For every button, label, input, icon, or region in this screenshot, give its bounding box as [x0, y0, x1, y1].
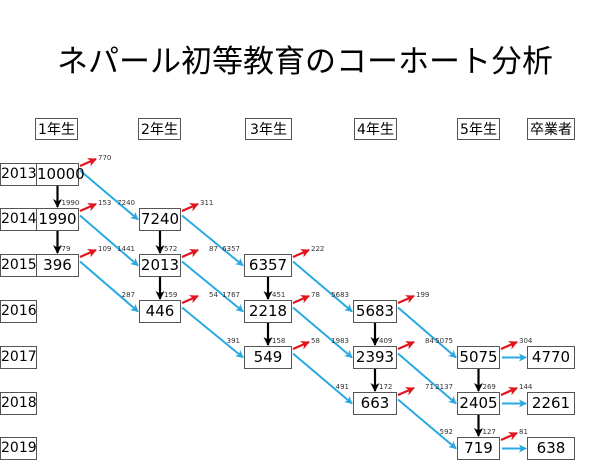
repetition-label: 572	[164, 245, 177, 253]
promotion-label: 1767	[222, 291, 240, 299]
dropout-label: 144	[519, 383, 533, 391]
year-label-2017: 2017	[0, 346, 37, 369]
year-label-2019: 2019	[0, 437, 37, 460]
repetition-label: 269	[483, 383, 496, 391]
promotion-arrow	[181, 260, 244, 313]
promotion-label: 5075	[435, 337, 453, 345]
promotion-arrow	[292, 306, 353, 359]
cohort-cell-grad-2017: 4770	[527, 346, 575, 369]
dropout-arrow	[397, 386, 415, 397]
dropout-arrow	[181, 294, 199, 305]
promotion-label: 491	[336, 383, 349, 391]
promotion-arrow	[397, 306, 457, 359]
header-grade-5: 5年生	[457, 118, 500, 140]
cohort-cell-g1-2015: 396	[36, 254, 79, 277]
dropout-label: 81	[519, 428, 528, 436]
dropout-label: 304	[519, 337, 533, 345]
cohort-cell-g2-2014: 7240	[139, 208, 181, 231]
promotion-label: 592	[440, 428, 453, 436]
dropout-arrow	[79, 202, 97, 213]
promotion-label: 1983	[331, 337, 349, 345]
header-grade-2: 2年生	[138, 118, 181, 140]
cohort-cell-grad-2019: 638	[527, 437, 575, 460]
dropout-label: 58	[311, 337, 320, 345]
promotion-arrow	[181, 214, 244, 267]
repetition-label: 127	[483, 428, 496, 436]
promotion-arrow	[79, 260, 139, 313]
dropout-label: 222	[311, 245, 324, 253]
promotion-arrow	[292, 352, 353, 405]
cohort-cell-g2-2016: 446	[139, 300, 181, 323]
cohort-cell-g3-2017: 549	[244, 346, 292, 369]
dropout-arrow	[79, 248, 97, 259]
dropout-label: 109	[98, 245, 111, 253]
repetition-label: 451	[272, 291, 285, 299]
cohort-cell-g5-2018: 2405	[457, 392, 500, 415]
promotion-arrow	[181, 306, 244, 359]
header-grade-1: 1年生	[35, 118, 78, 140]
repetition-label: 1990	[62, 199, 80, 207]
dropout-label: 311	[200, 199, 213, 207]
year-label-2015: 2015	[0, 254, 37, 277]
header-graduates: 卒業者	[527, 118, 575, 140]
cohort-cell-g5-2019: 719	[457, 437, 500, 460]
year-label-2016: 2016	[0, 300, 37, 323]
page-title: ネパール初等教育のコーホート分析	[57, 44, 553, 80]
promotion-label: 6357	[222, 245, 240, 253]
promotion-label: 287	[122, 291, 135, 299]
repetition-label: 172	[379, 383, 392, 391]
promotion-label: 7240	[117, 199, 135, 207]
header-grade-3: 3年生	[245, 118, 292, 140]
promotion-label: 2137	[435, 383, 453, 391]
cohort-cell-grad-2018: 2261	[527, 392, 575, 415]
cohort-cell-g3-2015: 6357	[244, 254, 292, 277]
dropout-arrow	[397, 340, 415, 351]
dropout-arrow	[181, 248, 199, 259]
dropout-label: 153	[98, 199, 111, 207]
year-label-2018: 2018	[0, 392, 37, 415]
promotion-arrow	[397, 398, 457, 450]
dropout-arrow	[292, 248, 310, 259]
repetition-label: 158	[272, 337, 285, 345]
dropout-label: 87	[209, 245, 218, 253]
dropout-arrow	[292, 294, 310, 305]
header-grade-4: 4年生	[354, 118, 397, 140]
dropout-label: 71	[425, 383, 434, 391]
repetition-label: 79	[62, 245, 71, 253]
dropout-label: 770	[98, 154, 111, 162]
promotion-arrow	[292, 260, 353, 313]
dropout-arrow	[500, 386, 518, 397]
dropout-arrow	[397, 294, 415, 305]
repetition-label: 409	[379, 337, 392, 345]
promotion-arrow	[397, 352, 457, 405]
dropout-arrow	[500, 340, 518, 351]
cohort-cell-g5-2017: 5075	[457, 346, 500, 369]
repetition-label: 159	[164, 291, 177, 299]
cohort-cell-g4-2017: 2393	[353, 346, 397, 369]
dropout-label: 54	[209, 291, 218, 299]
cohort-cell-g2-2015: 2013	[139, 254, 181, 277]
promotion-arrow	[79, 169, 139, 221]
promotion-label: 1441	[117, 245, 135, 253]
dropout-arrow	[181, 202, 199, 213]
promotion-label: 5683	[331, 291, 349, 299]
dropout-label: 199	[416, 291, 429, 299]
dropout-arrow	[292, 340, 310, 351]
promotion-arrow	[79, 214, 139, 267]
cohort-cell-g4-2016: 5683	[353, 300, 397, 323]
cohort-cell-g1-2014: 1990	[36, 208, 79, 231]
dropout-arrow	[79, 157, 97, 168]
dropout-arrow	[500, 431, 518, 442]
cohort-cell-g4-2018: 663	[353, 392, 397, 415]
year-label-2013: 2013	[0, 163, 37, 186]
dropout-label: 78	[311, 291, 320, 299]
promotion-label: 391	[227, 337, 240, 345]
cohort-cell-g3-2016: 2218	[244, 300, 292, 323]
dropout-label: 84	[425, 337, 434, 345]
cohort-cell-g1-2013: 10000	[36, 163, 85, 186]
